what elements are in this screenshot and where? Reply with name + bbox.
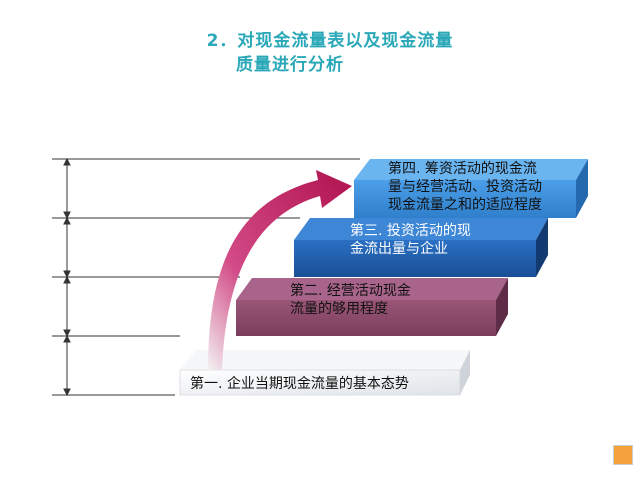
step-4-label: 第四. 筹资活动的现金流 量与经营活动、投资活动 现金流量之和的适应程度 — [388, 160, 542, 214]
growth-arrow — [208, 170, 352, 370]
step-1-label: 第一. 企业当期现金流量的基本态势 — [190, 375, 409, 393]
step-3-label: 第三. 投资活动的现 金流出量与企业 — [350, 222, 471, 258]
step-2-label: 第二. 经营活动现金 流量的够用程度 — [290, 282, 411, 318]
dimension-arrows — [63, 157, 71, 397]
title-line-2: 质量进行分析 — [236, 55, 344, 75]
step-3-block — [294, 218, 548, 277]
title-line-1: 2．对现金流量表以及现金流量 — [206, 31, 454, 51]
step-4-line-1: 第四. 筹资活动的现金流 — [388, 161, 537, 177]
step-4-block — [354, 159, 588, 218]
step-1-block — [179, 350, 470, 396]
step-4-line-3: 现金流量之和的适应程度 — [388, 197, 542, 213]
step-2-line-1: 第二. 经营活动现金 — [290, 283, 411, 299]
step-4-line-2: 量与经营活动、投资活动 — [388, 179, 542, 195]
step-3-line-2: 金流出量与企业 — [350, 241, 448, 257]
step-3-line-1: 第三. 投资活动的现 — [350, 223, 471, 239]
step-2-block — [236, 278, 508, 336]
slide-corner-marker — [613, 445, 633, 465]
step-1-line-1: 第一. 企业当期现金流量的基本态势 — [190, 376, 409, 392]
step-2-line-2: 流量的够用程度 — [290, 301, 388, 317]
